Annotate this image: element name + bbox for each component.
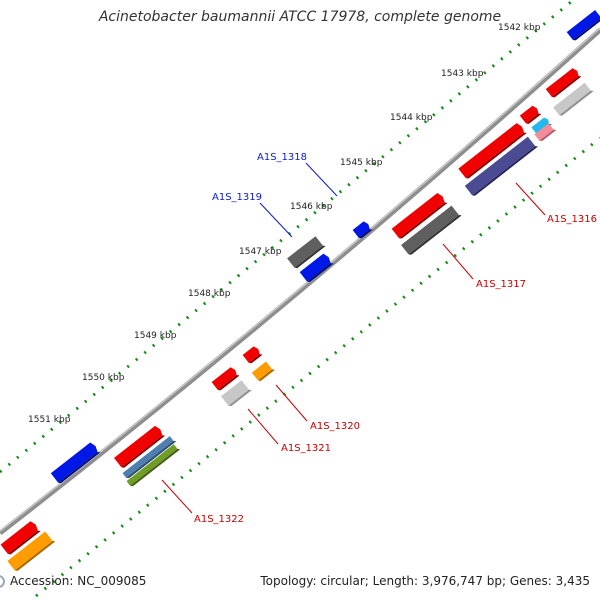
gene-feature [401, 205, 462, 255]
scale-label-1551: 1551 kbp [28, 415, 71, 425]
gene-features[interactable] [0, 9, 600, 572]
scale-label-1544: 1544 kbp [390, 113, 433, 123]
gene-label-a1s-1319: A1S_1319 [212, 192, 262, 203]
scale-label-1545: 1545 kbp [340, 158, 383, 168]
leader-line-a1s-1322 [161, 479, 193, 514]
gene-feature [464, 136, 539, 196]
gene-labels[interactable]: A1S_1316 A1S_1317 A1S_1318 A1S_1319 A1S_… [161, 152, 597, 525]
accession-label: Accession: NC_009085 [10, 574, 147, 588]
gene-label-a1s-1320: A1S_1320 [310, 421, 360, 432]
leader-line-a1s-1317 [442, 243, 474, 280]
gene-feature [553, 82, 594, 116]
gene-feature [458, 123, 527, 179]
gene-feature [251, 361, 275, 381]
gene-feature [221, 380, 252, 407]
gene-feature [122, 436, 177, 479]
leader-line-a1s-1320 [275, 384, 308, 422]
scale-label-1546: 1546 kbp [290, 202, 333, 212]
gene-feature [242, 346, 263, 364]
scale-label-1547: 1547 kbp [239, 247, 282, 257]
genome-backbone [0, 28, 600, 535]
gene-feature [114, 425, 166, 468]
gene-label-a1s-1321: A1S_1321 [281, 443, 331, 454]
gene-feature [287, 236, 326, 269]
gene-label-a1s-1317: A1S_1317 [476, 279, 526, 290]
scale-label-1543: 1543 kbp [441, 69, 484, 79]
map-title: Acinetobacter baumannii ATCC 17978, comp… [98, 9, 502, 25]
gene-feature [211, 367, 240, 391]
gene-feature [50, 442, 101, 484]
scale-label-1542: 1542 kbp [498, 23, 541, 33]
gene-label-a1s-1322: A1S_1322 [194, 514, 244, 525]
leader-line-a1s-1319 [259, 202, 293, 238]
gene-feature [7, 531, 56, 571]
gene-label-a1s-1316: A1S_1316 [547, 214, 597, 225]
leader-line-a1s-1321 [247, 408, 279, 445]
gene-feature [534, 123, 557, 142]
gene-feature [566, 9, 600, 41]
gene-label-a1s-1318: A1S_1318 [257, 152, 307, 163]
outer-tick-track [0, 0, 576, 474]
gene-feature [352, 221, 373, 239]
genome-summary: Topology: circular; Length: 3,976,747 bp… [260, 574, 590, 588]
scale-label-1548: 1548 kbp [188, 289, 231, 299]
gene-feature [299, 253, 334, 282]
gene-feature [519, 105, 542, 124]
gene-feature [391, 193, 448, 239]
gene-feature [0, 521, 41, 555]
gene-feature [545, 68, 582, 98]
leader-line-a1s-1318 [305, 162, 338, 197]
gene-feature [126, 444, 181, 487]
scale-labels: 1542 kbp 1543 kbp 1544 kbp 1545 kbp 1546… [28, 23, 541, 425]
scale-label-1549: 1549 kbp [134, 331, 177, 341]
leader-line-a1s-1316 [515, 182, 546, 216]
scale-label-1550: 1550 kbp [82, 373, 125, 383]
inner-tick-track [35, 136, 600, 598]
